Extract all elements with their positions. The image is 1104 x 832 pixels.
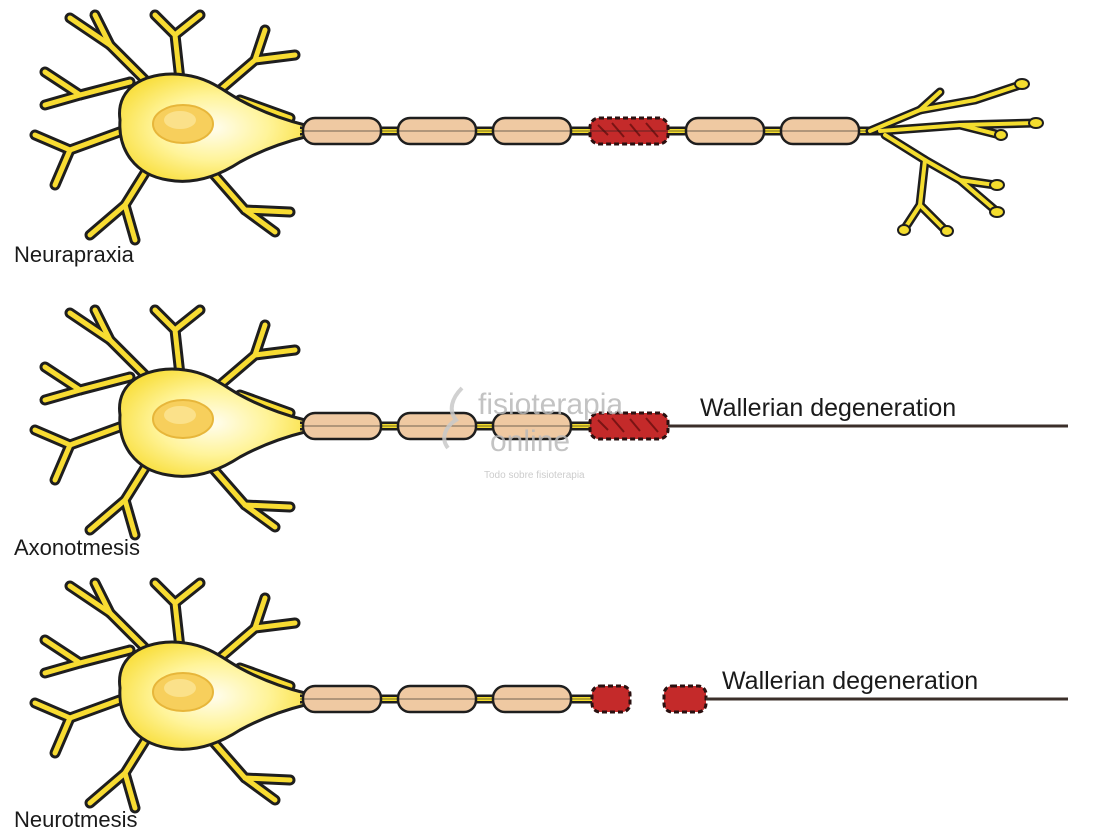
panel-neurotmesis: Wallerian degeneration Neurotmesis [14, 583, 1068, 832]
watermark-brand-line1: fisioterapia [478, 388, 623, 421]
label-neurotmesis: Neurotmesis [14, 807, 137, 832]
label-axonotmesis: Axonotmesis [14, 535, 140, 560]
label-neurapraxia: Neurapraxia [14, 242, 135, 267]
panel-neurapraxia: Neurapraxia [14, 15, 1043, 267]
neuron-cell-body [35, 310, 305, 535]
wallerian-degeneration-label: Wallerian degeneration [700, 394, 956, 422]
axon-terminals [870, 79, 1043, 236]
distal-stump [664, 686, 706, 712]
neuron-cell-body [35, 583, 305, 808]
neuron-cell-body [35, 15, 305, 240]
watermark-tagline: Todo sobre fisioterapia [484, 470, 585, 481]
proximal-stump [592, 686, 630, 712]
watermark-brand-line2: online [490, 425, 570, 458]
wallerian-degeneration-label: Wallerian degeneration [722, 667, 978, 695]
